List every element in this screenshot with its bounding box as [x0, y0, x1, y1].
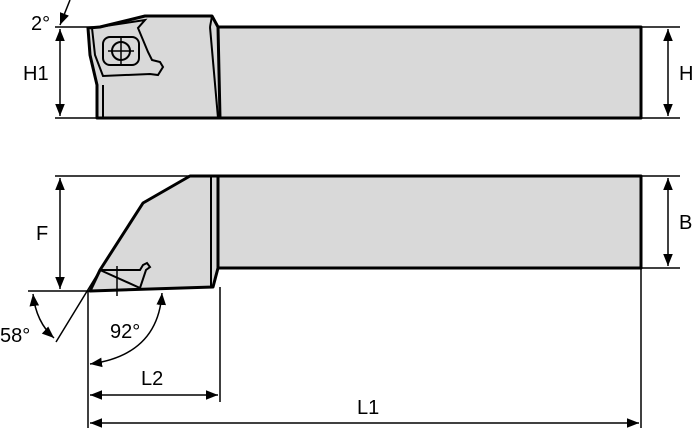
- cutting-insert: [99, 261, 152, 290]
- label-f: F: [36, 223, 48, 245]
- top-view: [55, 0, 680, 120]
- insert-pocket: [90, 18, 165, 78]
- label-angle-92: 92°: [110, 321, 140, 343]
- top-shank: [216, 25, 643, 120]
- angle-92-arc: [89, 292, 167, 368]
- label-l1: L1: [357, 397, 379, 419]
- bottom-view: [28, 174, 680, 428]
- label-l2: L2: [141, 368, 163, 390]
- label-angle-2: 2°: [31, 13, 50, 35]
- label-b: B: [679, 212, 692, 234]
- bottom-head: [88, 174, 220, 293]
- angle-58-arc: [29, 293, 55, 339]
- label-h: H: [679, 63, 693, 85]
- bottom-shank: [216, 174, 643, 270]
- label-angle-58: 58°: [0, 325, 30, 347]
- label-h1: H1: [23, 63, 49, 85]
- top-head: [86, 14, 222, 120]
